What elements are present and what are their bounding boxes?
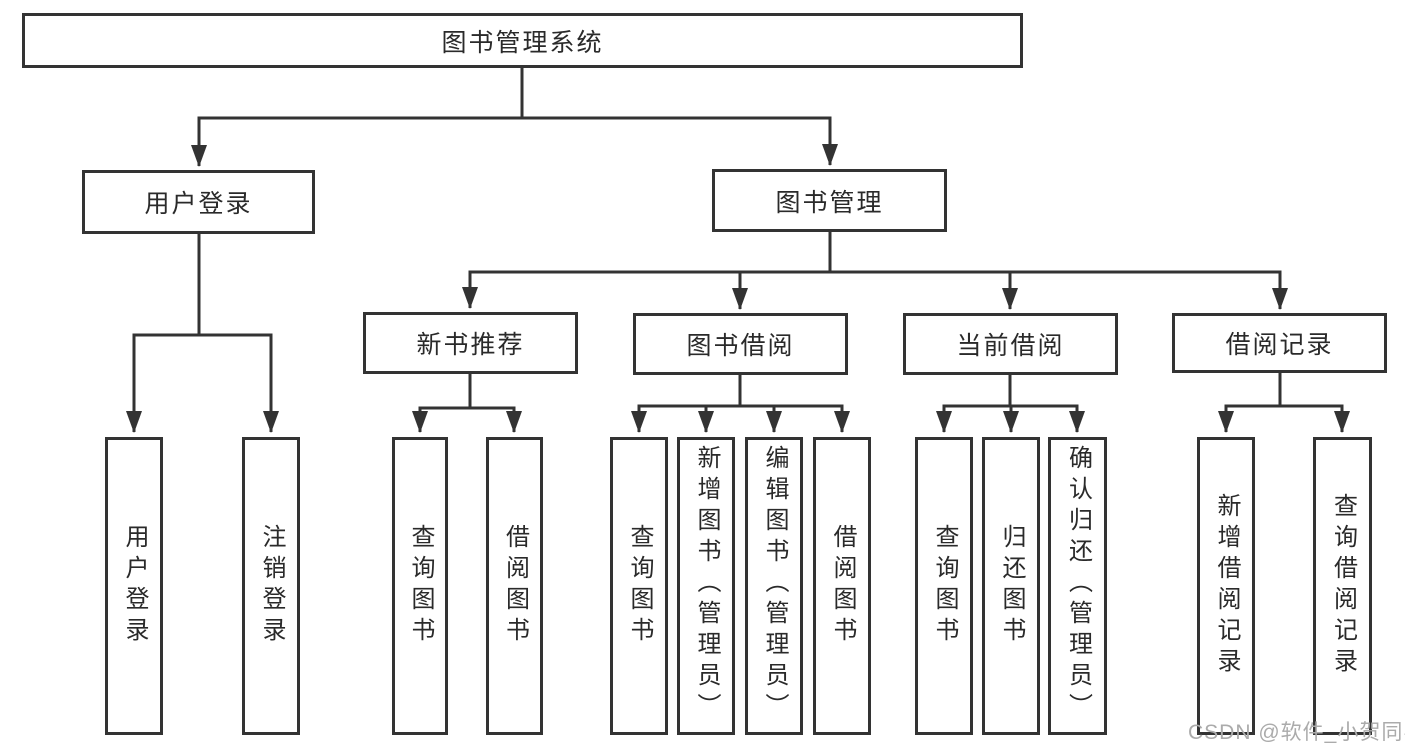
node-library-management-system: 图书管理系统 [22, 13, 1023, 68]
node-book-management: 图书管理 [712, 169, 947, 232]
node-new-book-recommendation: 新书推荐 [363, 312, 578, 374]
node-current-borrowing: 当前借阅 [903, 313, 1118, 375]
leaf-confirm-return-admin: 确认归还（管理员） [1048, 437, 1107, 735]
leaf-borrow-books-borrowing: 借阅图书 [813, 437, 871, 735]
leaf-borrow-books-recommend: 借阅图书 [486, 437, 543, 735]
leaf-edit-books-admin: 编辑图书（管理员） [745, 437, 803, 735]
leaf-query-borrow-record: 查询借阅记录 [1313, 437, 1372, 735]
csdn-watermark: CSDN @软件_小贺同学 [1188, 721, 1405, 744]
leaf-add-borrow-record: 新增借阅记录 [1197, 437, 1255, 735]
leaf-user-login: 用户登录 [105, 437, 163, 735]
leaf-add-books-admin: 新增图书（管理员） [677, 437, 735, 735]
leaf-query-books-current: 查询图书 [915, 437, 973, 735]
leaf-query-books-borrowing: 查询图书 [610, 437, 668, 735]
node-book-borrowing: 图书借阅 [633, 313, 848, 375]
node-user-login: 用户登录 [82, 170, 315, 234]
leaf-query-books-recommend: 查询图书 [392, 437, 448, 735]
leaf-return-books: 归还图书 [982, 437, 1040, 735]
leaf-logout: 注销登录 [242, 437, 300, 735]
node-borrowing-records: 借阅记录 [1172, 313, 1387, 373]
